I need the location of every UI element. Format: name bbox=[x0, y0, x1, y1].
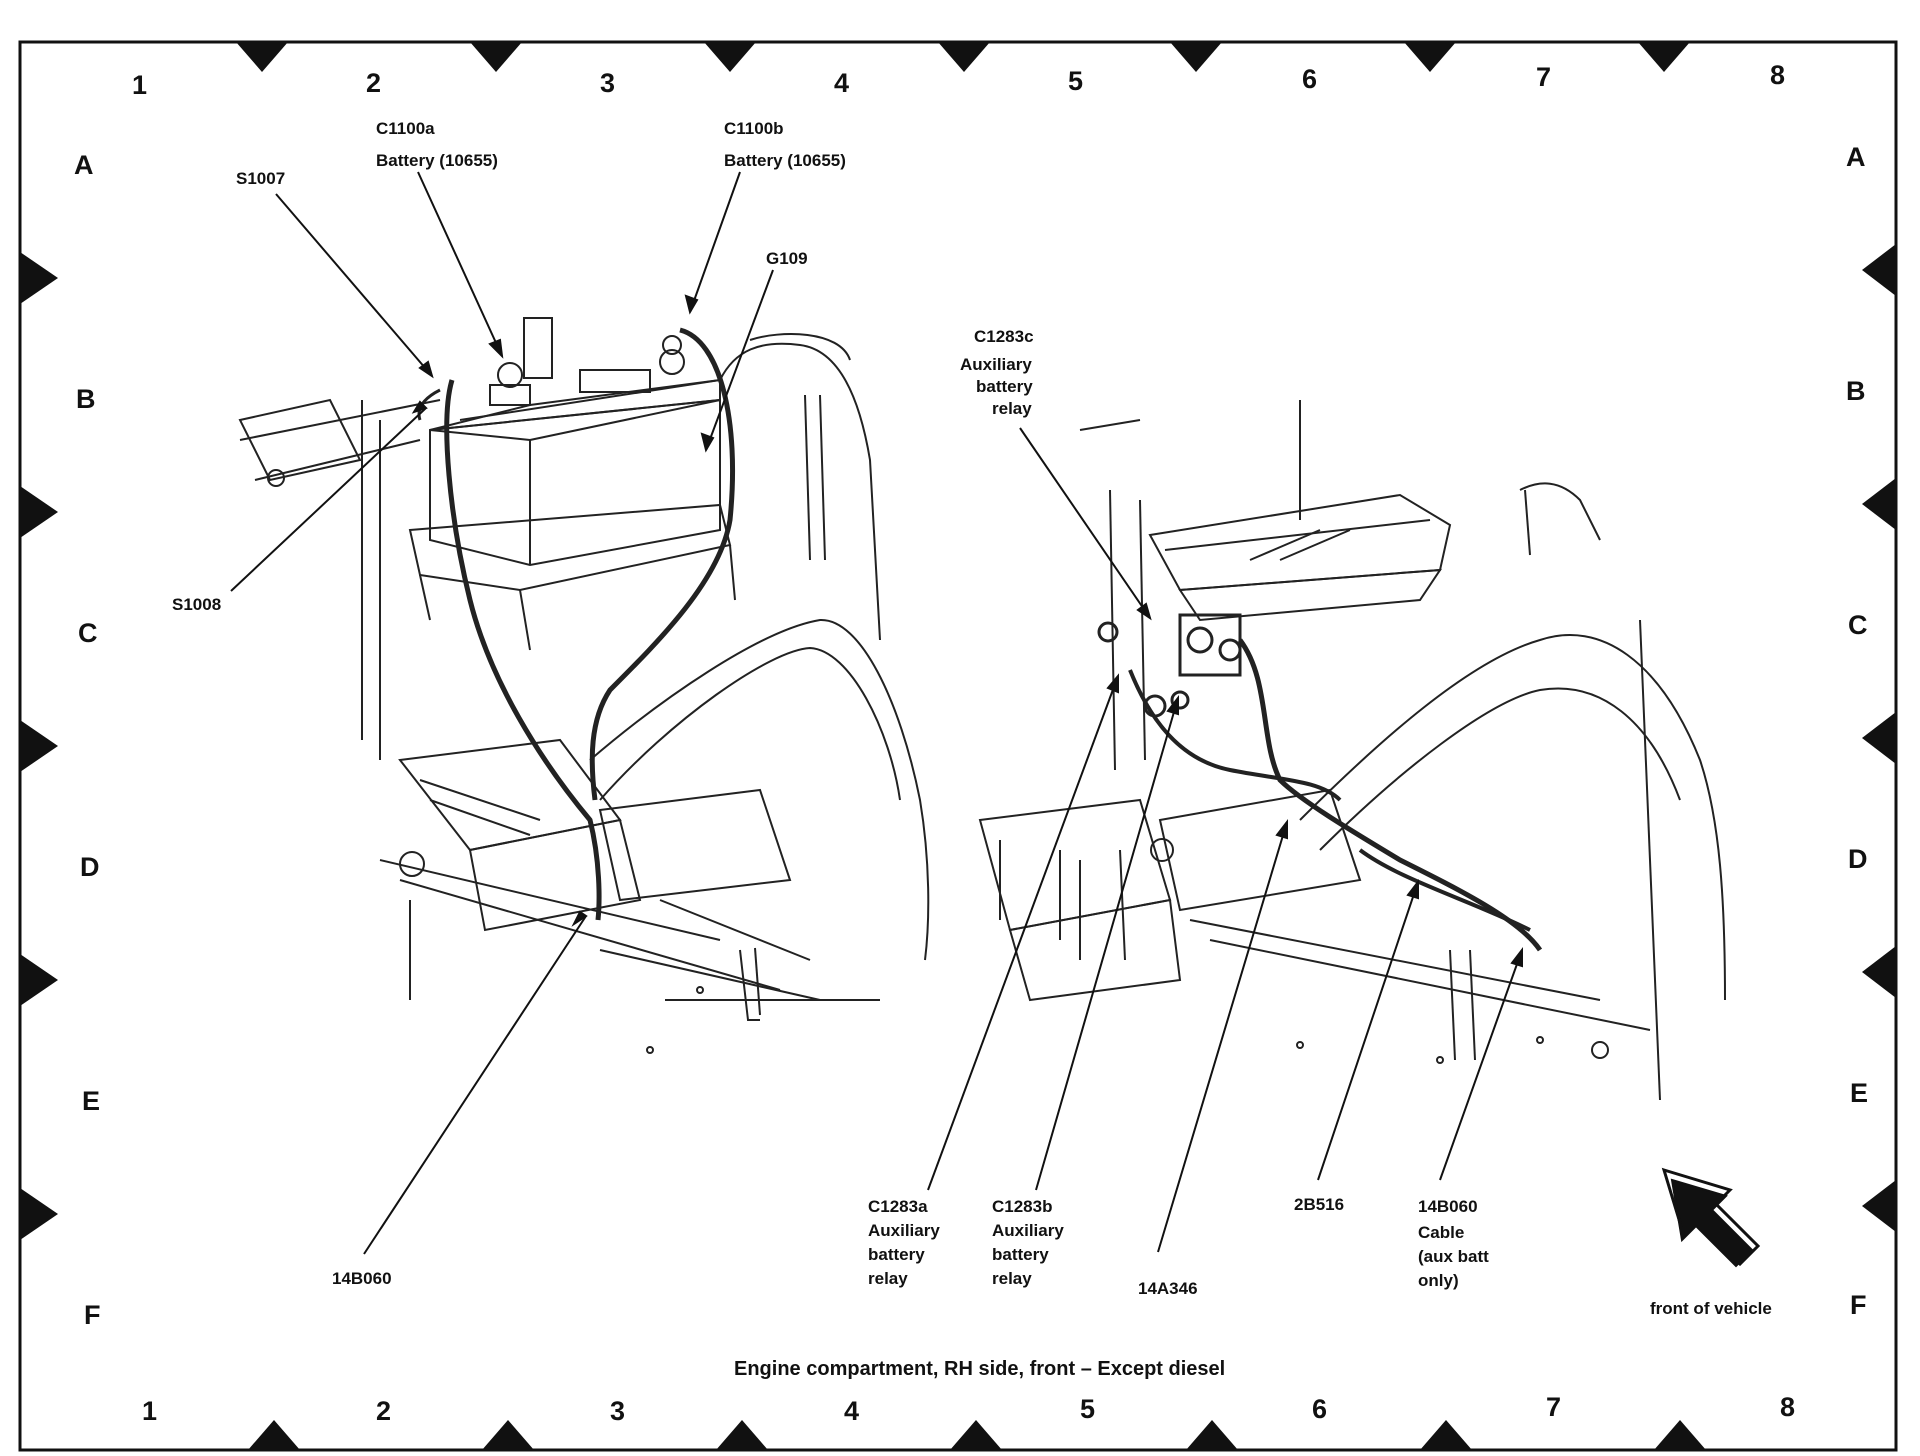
callout-c1283b-desc-2: battery bbox=[992, 1245, 1049, 1264]
col-label-bottom-8: 8 bbox=[1780, 1392, 1796, 1422]
callout-c1100b-id: C1100b bbox=[724, 119, 784, 138]
col-label-bottom-7: 7 bbox=[1546, 1392, 1562, 1422]
row-label-left-B: B bbox=[76, 384, 96, 414]
row-label-right-B: B bbox=[1846, 376, 1866, 406]
left-zone-markers bbox=[20, 252, 58, 1240]
callout-c1100a-desc: Battery (10655) bbox=[376, 151, 498, 170]
callout-c1283b-desc-3: relay bbox=[992, 1269, 1032, 1288]
col-label-bottom-1: 1 bbox=[142, 1396, 158, 1426]
row-label-right-C: C bbox=[1848, 610, 1868, 640]
col-label-top-5: 5 bbox=[1068, 66, 1084, 96]
callout-c1100b-desc: Battery (10655) bbox=[724, 151, 846, 170]
col-label-top-3: 3 bbox=[600, 68, 616, 98]
col-label-bottom-2: 2 bbox=[376, 1396, 392, 1426]
sheet-border bbox=[18, 40, 1898, 1452]
callout-s1008: S1008 bbox=[172, 595, 222, 614]
right-zone-markers bbox=[1862, 244, 1896, 1232]
top-zone-markers bbox=[236, 42, 1690, 72]
callout-c1283a-desc-1: Auxiliary bbox=[868, 1221, 940, 1240]
bottom-zone-markers bbox=[248, 1420, 1706, 1450]
col-label-top-7: 7 bbox=[1536, 62, 1552, 92]
col-label-top-8: 8 bbox=[1770, 60, 1786, 90]
leader-lines bbox=[230, 171, 1523, 1255]
callout-c1100a-id: C1100a bbox=[376, 119, 435, 138]
callout-g109: G109 bbox=[766, 249, 808, 268]
callout-c1283c-id: C1283c bbox=[974, 327, 1034, 346]
arrow-up-left-icon bbox=[1661, 1167, 1761, 1268]
callout-14b060-right-desc-1: Cable bbox=[1418, 1223, 1465, 1242]
callout-c1283c-desc-2: battery bbox=[976, 377, 1033, 396]
aux-relay-illustration bbox=[978, 400, 1726, 1101]
callout-c1283c-desc-3: relay bbox=[992, 399, 1032, 418]
callout-14b060-right-id: 14B060 bbox=[1418, 1197, 1478, 1216]
callout-s1007: S1007 bbox=[236, 169, 286, 188]
battery-illustration bbox=[238, 317, 930, 1054]
callout-c1283a-id: C1283a bbox=[868, 1197, 928, 1216]
callout-2b516: 2B516 bbox=[1294, 1195, 1345, 1214]
callout-c1283b-desc-1: Auxiliary bbox=[992, 1221, 1064, 1240]
callout-14b060-left: 14B060 bbox=[332, 1269, 392, 1288]
col-label-top-6: 6 bbox=[1302, 64, 1318, 94]
col-label-bottom-3: 3 bbox=[610, 1396, 626, 1426]
row-label-left-D: D bbox=[80, 852, 100, 882]
row-label-left-A: A bbox=[74, 150, 94, 180]
callout-14a346: 14A346 bbox=[1138, 1279, 1198, 1298]
row-label-right-E: E bbox=[1850, 1078, 1869, 1108]
diagram-caption: Engine compartment, RH side, front – Exc… bbox=[734, 1358, 1226, 1380]
col-label-top-2: 2 bbox=[366, 68, 382, 98]
row-label-right-A: A bbox=[1846, 142, 1866, 172]
callout-c1283a-desc-2: battery bbox=[868, 1245, 925, 1264]
row-label-right-D: D bbox=[1848, 844, 1868, 874]
row-label-right-F: F bbox=[1850, 1290, 1867, 1320]
col-label-bottom-4: 4 bbox=[844, 1396, 860, 1426]
callout-c1283c-desc-1: Auxiliary bbox=[960, 355, 1032, 374]
row-label-left-C: C bbox=[78, 618, 98, 648]
col-label-bottom-6: 6 bbox=[1312, 1394, 1328, 1424]
callout-c1283a-desc-3: relay bbox=[868, 1269, 908, 1288]
callout-c1283b-id: C1283b bbox=[992, 1197, 1053, 1216]
col-label-top-4: 4 bbox=[834, 68, 850, 98]
callout-14b060-right-desc-3: only) bbox=[1418, 1271, 1459, 1290]
col-label-bottom-5: 5 bbox=[1080, 1394, 1096, 1424]
row-label-left-F: F bbox=[84, 1300, 101, 1330]
callout-14b060-right-desc-2: (aux batt bbox=[1418, 1247, 1489, 1266]
col-label-top-1: 1 bbox=[132, 70, 148, 100]
row-label-left-E: E bbox=[82, 1086, 101, 1116]
front-of-vehicle-label: front of vehicle bbox=[1650, 1299, 1772, 1318]
